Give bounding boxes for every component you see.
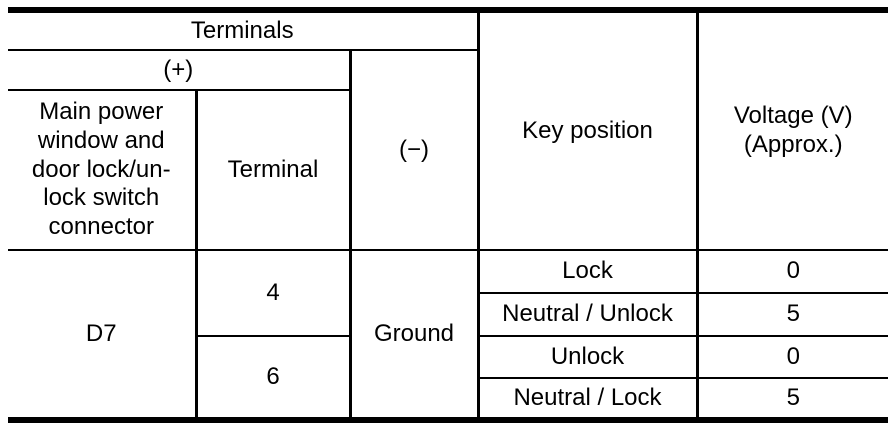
connector-value-cell: D7	[8, 249, 198, 421]
key-position-value-cell: Lock	[476, 249, 699, 294]
data-row: 6 Unlock 0	[8, 335, 888, 421]
key-position-value-cell: Unlock	[476, 335, 699, 379]
header-row-terminals: Terminals Key position Voltage (V) (Appr…	[8, 9, 888, 251]
terminals-header-cell: Terminals	[8, 9, 480, 51]
voltage-header-cell: Voltage (V) (Approx.)	[695, 9, 888, 251]
plus-header-cell: (+)	[8, 49, 352, 91]
terminal-header-cell: Terminal	[194, 89, 352, 251]
minus-header-cell: (−)	[348, 49, 480, 251]
header-row-polarity: (+) (−)	[8, 49, 888, 251]
terminal-4-cell: 4	[194, 249, 352, 337]
voltage-value-cell: 5	[695, 377, 888, 421]
voltage-value-cell: 0	[695, 335, 888, 379]
data-row: Neutral / Lock 5	[8, 377, 888, 421]
key-position-header-cell: Key position	[476, 9, 699, 251]
voltage-value-cell: 0	[695, 249, 888, 294]
data-row: D7 4 Ground Lock 0	[8, 249, 888, 421]
key-position-value-cell: Neutral / Lock	[476, 377, 699, 421]
data-row: Neutral / Unlock 5	[8, 292, 888, 337]
voltage-value-cell: 5	[695, 292, 888, 337]
ground-cell: Ground	[348, 249, 480, 421]
terminal-6-cell: 6	[194, 335, 352, 421]
header-row-labels: Main power window and door lock/un- lock…	[8, 89, 888, 251]
key-position-value-cell: Neutral / Unlock	[476, 292, 699, 337]
terminal-voltage-table: Terminals Key position Voltage (V) (Appr…	[8, 7, 888, 423]
connector-header-cell: Main power window and door lock/un- lock…	[8, 89, 198, 251]
